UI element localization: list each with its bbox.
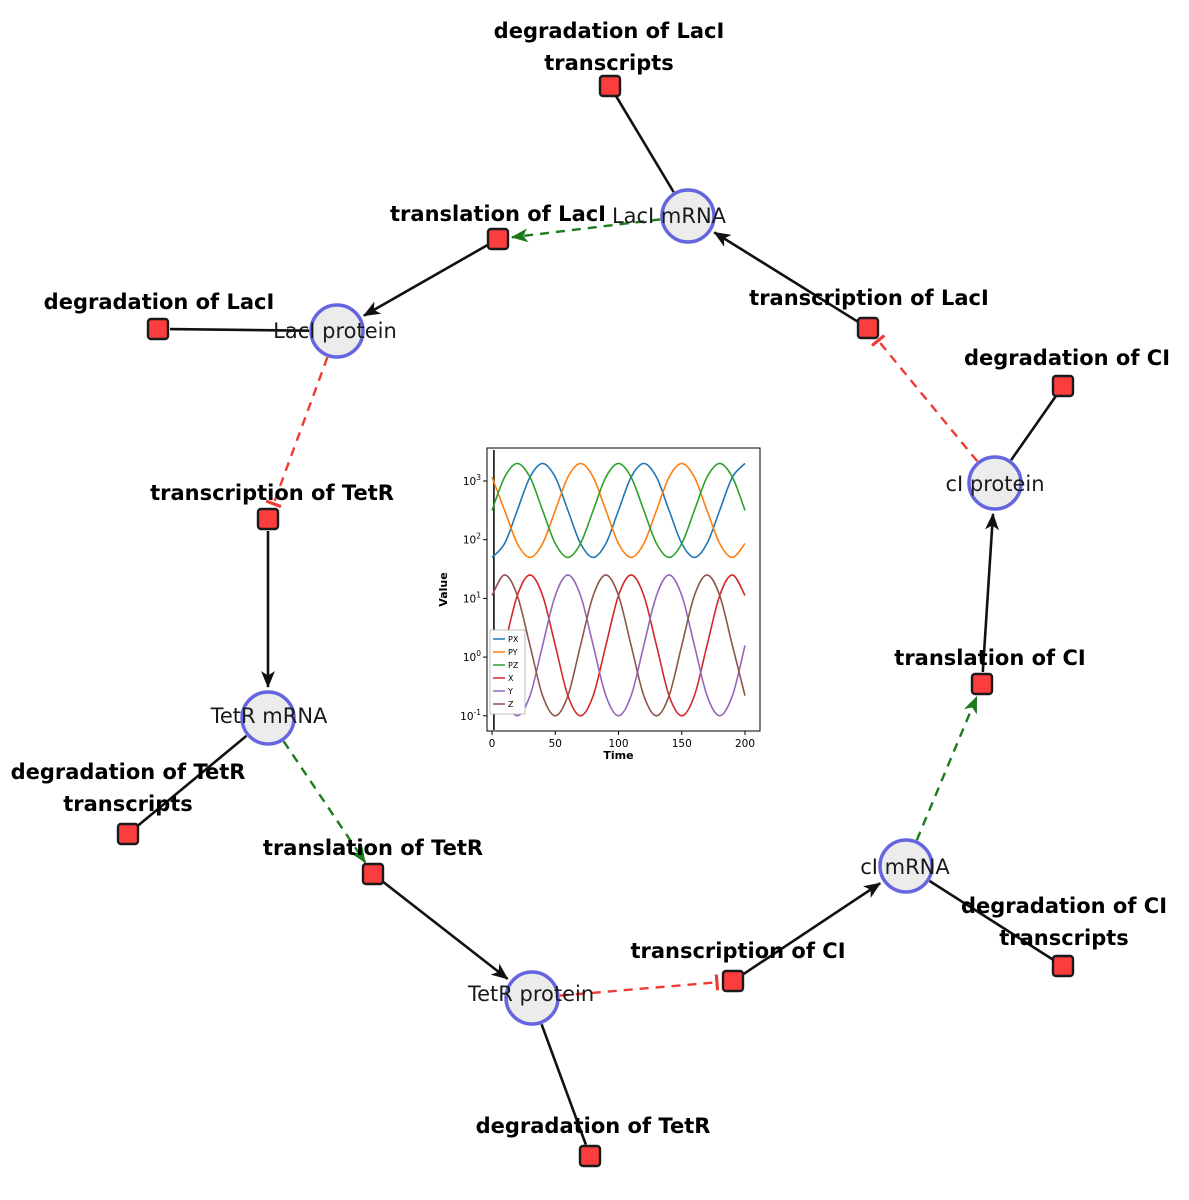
chart-frame	[486, 447, 761, 732]
reaction-label-translation-laci: translation of LacI	[390, 202, 606, 226]
reaction-node-transcription-ci[interactable]	[721, 969, 745, 993]
edge-plain-ci-mrna-to-deg-ci-transcripts	[928, 879, 1054, 961]
nodes-layer	[116, 74, 1075, 1168]
reaction-label-transcription-tetr: transcription of TetR	[150, 481, 394, 505]
edge-plain-laci-protein-to-deg-laci	[169, 327, 310, 332]
y-tick-label: 100	[463, 649, 481, 664]
legend-label-PY: PY	[508, 648, 518, 657]
species-node-ci-protein[interactable]	[967, 455, 1023, 511]
y-tick-label: 101	[463, 590, 481, 605]
chart-series-PZ	[491, 462, 746, 559]
chart-series-Y	[491, 574, 746, 717]
legend-label-Y: Y	[507, 687, 513, 696]
reaction-node-deg-ci-transcripts[interactable]	[1051, 954, 1075, 978]
species-node-ci-mrna[interactable]	[878, 838, 934, 894]
edge-arrow-translation-ci-to-ci-protein	[981, 512, 999, 673]
species-label-ci-mrna: cI mRNA	[860, 855, 950, 879]
species-node-laci-protein[interactable]	[309, 303, 365, 359]
x-tick-label: 0	[489, 738, 496, 750]
edge-inhibition-tetr-protein-to-transcription-ci	[559, 974, 720, 997]
edge-arrow-translation-tetr-to-tetr-protein	[381, 880, 509, 980]
reaction-node-transcription-tetr[interactable]	[256, 507, 280, 531]
reaction-node-translation-tetr[interactable]	[361, 862, 385, 886]
reaction-node-deg-laci-transcripts[interactable]	[598, 74, 622, 98]
edge-arrow-transcription-laci-to-laci-mrna	[713, 231, 859, 323]
chart-series-Z	[491, 574, 746, 717]
reaction-node-deg-ci[interactable]	[1051, 374, 1075, 398]
species-label-ci-protein: cI protein	[945, 472, 1044, 496]
chart-series-PX	[491, 462, 746, 559]
chart-series-PY	[491, 462, 746, 559]
reaction-label-translation-tetr: translation of TetR	[263, 836, 483, 860]
legend-label-PX: PX	[508, 635, 519, 644]
reaction-label-deg-ci: degradation of CI	[964, 346, 1170, 370]
edge-arrow-transcription-ci-to-ci-mrna	[742, 882, 882, 976]
y-tick-label: 10-1	[460, 708, 481, 723]
chart-ylabel: Value	[437, 572, 450, 606]
legend-label-X: X	[508, 674, 514, 683]
reaction-node-deg-tetr[interactable]	[578, 1144, 602, 1168]
edge-inhibition-ci-protein-to-transcription-laci	[871, 334, 979, 463]
reaction-node-deg-laci[interactable]	[146, 317, 170, 341]
y-tick-label: 102	[463, 532, 481, 547]
edge-plain-tetr-protein-to-deg-tetr	[540, 1023, 588, 1146]
species-label-laci-mrna: LacI mRNA	[612, 204, 727, 228]
edge-plain-tetr-mrna-to-deg-tetr-transcripts	[136, 734, 248, 828]
species-node-tetr-mrna[interactable]	[240, 690, 296, 746]
species-label-tetr-protein: TetR protein	[467, 982, 594, 1006]
edges-layer	[136, 95, 1058, 1146]
chart-legend: PX PY PZ XYZ	[489, 629, 526, 715]
reaction-label-translation-ci: translation of CI	[894, 646, 1085, 670]
x-tick-label: 100	[608, 738, 628, 750]
x-tick-label: 150	[672, 738, 692, 750]
chart-xlabel: Time	[603, 749, 633, 762]
edge-inhibition-laci-protein-to-transcription-tetr	[265, 356, 329, 509]
edge-plain-ci-protein-to-deg-ci	[1010, 395, 1058, 461]
species-label-laci-protein: LacI protein	[273, 319, 397, 343]
edge-modifier-ci-mrna-to-translation-ci	[915, 695, 978, 841]
edge-arrow-translation-laci-to-laci-protein	[363, 243, 489, 317]
species-node-laci-mrna[interactable]	[660, 188, 716, 244]
reaction-node-translation-ci[interactable]	[970, 672, 994, 696]
species-label-tetr-mrna: TetR mRNA	[210, 704, 328, 728]
legend-label-PZ: PZ	[508, 661, 519, 670]
edge-modifier-tetr-mrna-to-translation-tetr	[282, 740, 367, 864]
reaction-label-transcription-ci: transcription of CI	[630, 939, 845, 963]
species-node-tetr-protein[interactable]	[504, 970, 560, 1026]
reaction-label-deg-laci: degradation of LacI	[44, 290, 275, 314]
x-tick-label: 200	[735, 738, 755, 750]
reaction-node-translation-laci[interactable]	[486, 227, 510, 251]
legend-label-Z: Z	[508, 700, 514, 709]
reaction-node-transcription-laci[interactable]	[856, 316, 880, 340]
legend-box	[489, 629, 526, 715]
y-tick-label: 103	[463, 473, 481, 488]
reaction-label-deg-tetr: degradation of TetR	[476, 1114, 711, 1138]
reaction-node-deg-tetr-transcripts[interactable]	[116, 822, 140, 846]
edge-plain-laci-mrna-to-deg-laci-transcripts	[615, 95, 675, 193]
x-tick-label: 50	[549, 738, 562, 750]
reaction-label-transcription-laci: transcription of LacI	[749, 286, 989, 310]
edge-modifier-laci-mrna-to-translation-laci	[510, 218, 661, 243]
